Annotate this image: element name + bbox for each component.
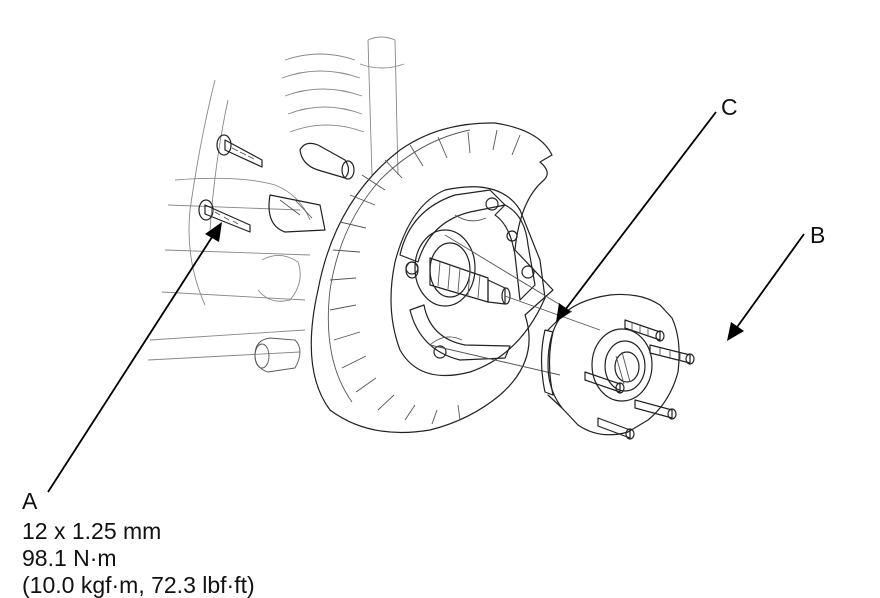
leader-c xyxy=(556,111,717,322)
leader-a xyxy=(47,222,222,493)
callout-label-b: B xyxy=(810,222,826,248)
hub-assembly-illustration xyxy=(47,36,805,493)
suspension-background xyxy=(147,36,405,373)
spec-torque-nm: 98.1 N·m xyxy=(22,545,117,571)
diagram-canvas xyxy=(47,36,805,493)
callout-label-a: A xyxy=(22,488,38,514)
backing-plate xyxy=(310,122,554,434)
leader-b xyxy=(727,233,805,341)
spec-bolt-size: 12 x 1.25 mm xyxy=(22,518,162,544)
parking-brake-shoes xyxy=(399,189,536,361)
axle-stub xyxy=(405,229,511,307)
alignment-lines xyxy=(429,234,601,376)
spec-torque-kgf-lbf: (10.0 kgf·m, 72.3 lbf·ft) xyxy=(22,572,255,598)
hub-bearing-unit xyxy=(540,293,695,440)
callout-label-c: C xyxy=(721,94,738,120)
